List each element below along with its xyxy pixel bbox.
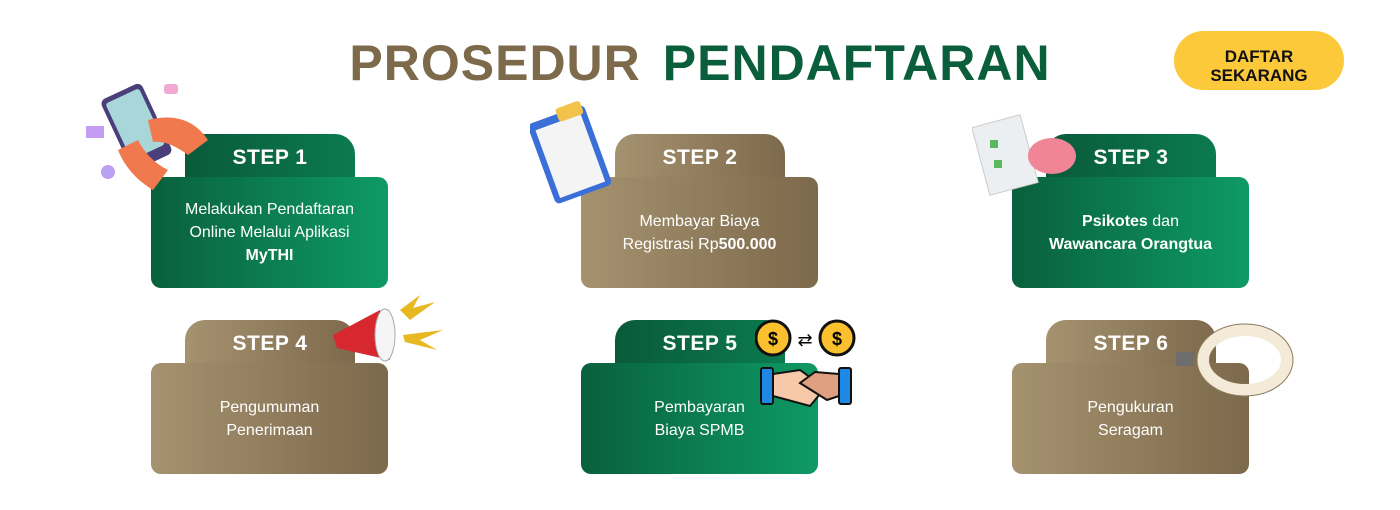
megaphone-icon xyxy=(333,295,443,362)
handshake-money-icon: $ $ ⇄ xyxy=(755,319,856,408)
step-label: STEP 1 xyxy=(185,134,355,184)
measuring-tape-icon xyxy=(1176,323,1294,397)
svg-text:$: $ xyxy=(768,329,778,349)
svg-text:⇄: ⇄ xyxy=(797,330,812,350)
step-label: STEP 2 xyxy=(615,134,785,184)
step-label: STEP 4 xyxy=(185,320,355,370)
registration-clipboard-icon xyxy=(530,101,612,204)
brain-checklist-icon xyxy=(972,114,1076,196)
phone-hand-icon xyxy=(86,83,208,190)
svg-text:$: $ xyxy=(832,329,842,349)
